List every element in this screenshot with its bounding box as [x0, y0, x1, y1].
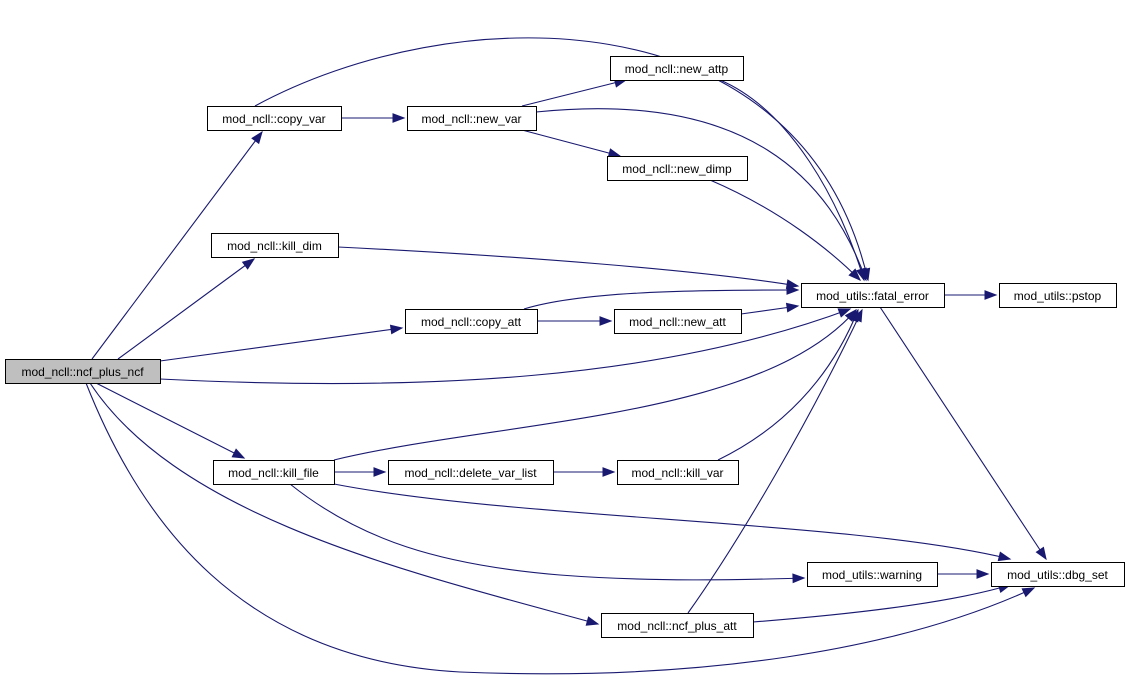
arrowhead-ncf-plus-ncf-to-copy-var — [251, 130, 263, 145]
edge-kill-var-to-fatal-error — [717, 309, 859, 461]
node-ncf-plus-ncf[interactable]: mod_ncll::ncf_plus_ncf — [5, 359, 161, 384]
edge-copy-att-to-fatal-error — [523, 289, 799, 310]
node-dbg-set[interactable]: mod_utils::dbg_set — [991, 562, 1125, 587]
node-box — [213, 460, 335, 485]
edge-fatal-error-to-dbg-set — [879, 306, 1047, 560]
nodes-layer: mod_ncll::ncf_plus_ncf mod_ncll::copy_var… — [5, 56, 1125, 638]
arrowhead-warning-to-dbg-set — [976, 569, 990, 579]
node-label: mod_ncll::ncf_plus_ncf — [21, 365, 144, 379]
edge-kill-file-to-dbg-set — [333, 483, 1011, 560]
arrowhead-fatal-error-to-pstop — [984, 290, 998, 300]
arrowhead-kill-file-to-dbg-set — [997, 551, 1012, 562]
node-new-att[interactable]: mod_ncll::new_att — [614, 309, 742, 334]
node-fatal-error[interactable]: mod_utils::fatal_error — [801, 283, 945, 308]
edge-kill-file-to-warning — [289, 483, 805, 581]
node-box — [610, 56, 744, 81]
edge-ncf-plus-ncf-to-copy-var — [91, 131, 263, 360]
node-kill-file[interactable]: mod_ncll::kill_file — [213, 460, 335, 485]
node-box — [999, 283, 1117, 308]
node-kill-dim[interactable]: mod_ncll::kill_dim — [211, 233, 339, 258]
arrowhead-new-attp-to-fatal-error — [855, 267, 866, 282]
node-label: mod_ncll::copy_var — [222, 112, 325, 126]
node-box — [607, 156, 748, 181]
arrowhead-copy-att-to-fatal-error — [786, 285, 800, 295]
node-label: mod_ncll::new_attp — [625, 62, 729, 76]
arrowhead-ncf-plus-ncf-to-dbg-set — [1021, 587, 1036, 598]
node-box — [407, 106, 537, 131]
edge-ncf-plus-ncf-to-fatal-error — [159, 308, 851, 385]
node-box — [991, 562, 1125, 587]
node-label: mod_ncll::kill_file — [228, 466, 319, 480]
node-box — [388, 460, 554, 485]
edge-copy-var-to-fatal-error — [254, 37, 869, 281]
node-pstop[interactable]: mod_utils::pstop — [999, 283, 1117, 308]
arrowhead-kill-file-to-delete-var-list — [373, 467, 387, 477]
arrowhead-new-dimp-to-fatal-error — [848, 268, 861, 281]
node-new-attp[interactable]: mod_ncll::new_attp — [610, 56, 744, 81]
node-label: mod_ncll::kill_dim — [227, 239, 322, 253]
arrowhead-fatal-error-to-dbg-set — [1035, 546, 1047, 561]
edge-new-dimp-to-fatal-error — [709, 179, 861, 281]
node-new-var[interactable]: mod_ncll::new_var — [407, 106, 537, 131]
node-label: mod_ncll::ncf_plus_att — [617, 619, 737, 633]
node-box — [617, 460, 739, 485]
arrowhead-ncf-plus-ncf-to-copy-att — [389, 324, 404, 335]
edge-ncf-plus-ncf-to-kill-file — [95, 382, 245, 459]
node-box — [807, 562, 938, 587]
arrowhead-new-att-to-fatal-error — [785, 302, 800, 313]
edge-ncf-plus-att-to-fatal-error — [687, 309, 863, 614]
node-label: mod_ncll::new_dimp — [622, 162, 732, 176]
node-warning[interactable]: mod_utils::warning — [807, 562, 938, 587]
edge-new-attp-to-fatal-error — [719, 79, 865, 281]
node-label: mod_utils::dbg_set — [1007, 568, 1108, 582]
node-delete-var-list[interactable]: mod_ncll::delete_var_list — [388, 460, 554, 485]
edge-new-var-to-fatal-error — [535, 108, 867, 281]
node-box — [405, 309, 538, 334]
node-box — [601, 613, 754, 638]
arrowhead-ncf-plus-ncf-to-kill-dim — [241, 258, 256, 270]
edge-new-var-to-new-dimp — [521, 129, 621, 157]
arrowhead-copy-var-to-new-var — [392, 113, 406, 123]
edge-kill-dim-to-fatal-error — [337, 246, 799, 287]
edge-ncf-plus-ncf-to-ncf-plus-att — [89, 382, 599, 625]
arrowhead-ncf-plus-ncf-to-kill-file — [231, 448, 246, 459]
node-box — [801, 283, 945, 308]
arrowhead-ncf-plus-att-to-fatal-error — [852, 308, 863, 323]
node-copy-att[interactable]: mod_ncll::copy_att — [405, 309, 538, 334]
edges-layer — [85, 37, 1047, 675]
arrowhead-kill-file-to-warning — [792, 573, 806, 584]
node-box — [614, 309, 742, 334]
node-label: mod_ncll::copy_att — [421, 315, 522, 329]
node-label: mod_ncll::new_att — [629, 315, 726, 329]
edge-ncf-plus-ncf-to-kill-dim — [117, 258, 255, 360]
node-box — [5, 359, 161, 384]
node-ncf-plus-att[interactable]: mod_ncll::ncf_plus_att — [601, 613, 754, 638]
node-label: mod_utils::warning — [822, 568, 922, 582]
edge-ncf-plus-att-to-dbg-set — [752, 584, 1011, 623]
edge-ncf-plus-ncf-to-dbg-set — [85, 382, 1035, 675]
edge-ncf-plus-ncf-to-copy-att — [159, 327, 403, 362]
node-kill-var[interactable]: mod_ncll::kill_var — [617, 460, 739, 485]
node-label: mod_utils::pstop — [1014, 289, 1102, 303]
node-new-dimp[interactable]: mod_ncll::new_dimp — [607, 156, 748, 181]
node-label: mod_ncll::new_var — [421, 112, 521, 126]
node-label: mod_ncll::delete_var_list — [404, 466, 537, 480]
node-box — [207, 106, 342, 131]
arrowhead-ncf-plus-ncf-to-fatal-error — [837, 308, 852, 318]
arrowhead-delete-var-list-to-kill-var — [602, 467, 616, 477]
node-label: mod_utils::fatal_error — [816, 289, 929, 303]
edge-kill-file-to-fatal-error — [333, 309, 857, 461]
edge-new-var-to-new-attp — [521, 79, 627, 107]
arrowhead-copy-att-to-new-att — [599, 316, 613, 326]
arrowhead-ncf-plus-ncf-to-ncf-plus-att — [585, 616, 600, 626]
node-label: mod_ncll::kill_var — [631, 466, 723, 480]
node-copy-var[interactable]: mod_ncll::copy_var — [207, 106, 342, 131]
node-box — [211, 233, 339, 258]
